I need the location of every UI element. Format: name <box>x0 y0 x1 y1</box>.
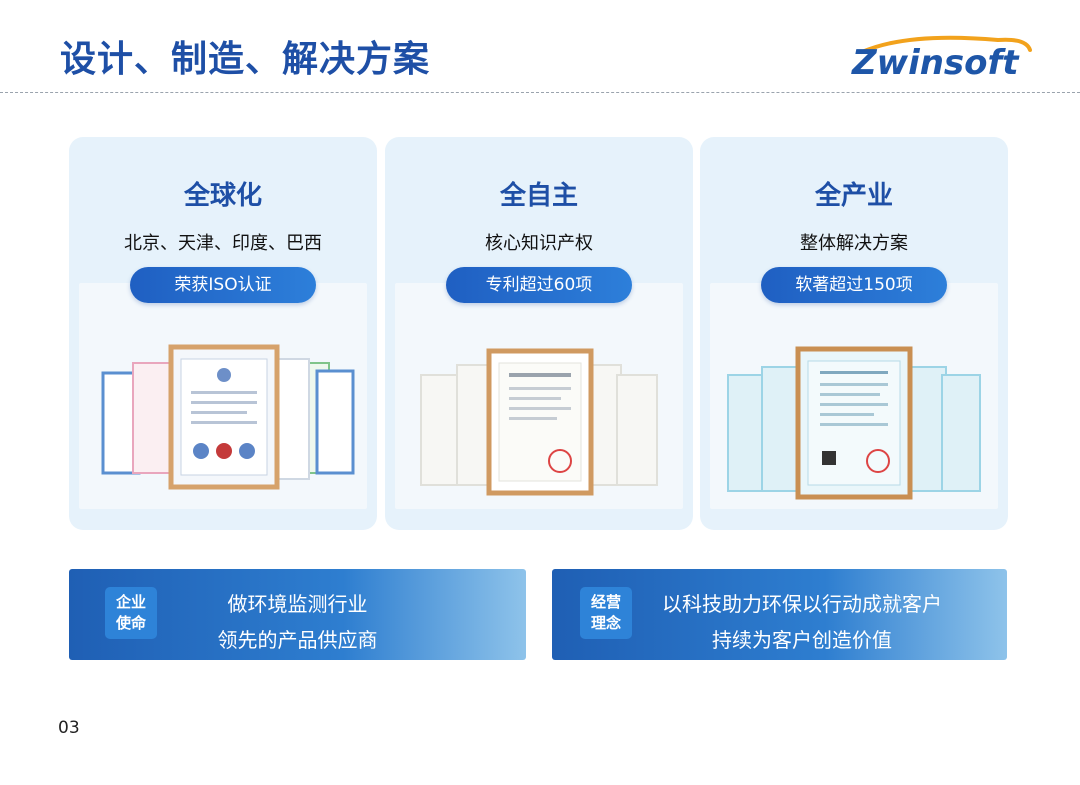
header-divider <box>0 92 1080 93</box>
mission-banner: 企业 使命 做环境监测行业 领先的产品供应商 <box>69 569 526 660</box>
iso-certificates-image <box>101 344 355 490</box>
card-subtitle: 整体解决方案 <box>800 233 908 254</box>
software-copyright-certificates-image <box>727 346 981 500</box>
card-title: 全自主 <box>499 181 578 211</box>
philosophy-line-2: 持续为客户创造价值 <box>712 628 892 652</box>
card-full-industry: 全产业 整体解决方案 软著超过150项 <box>700 137 1008 530</box>
badge-line: 理念 <box>590 614 621 632</box>
iso-certified-badge: 荣获ISO认证 <box>130 267 316 303</box>
card-title: 全球化 <box>183 181 262 211</box>
page-number: 03 <box>58 718 80 738</box>
philosophy-banner: 经营 理念 以科技助力环保以行动成就客户 持续为客户创造价值 <box>552 569 1007 660</box>
mission-line-1: 做环境监测行业 <box>227 592 368 616</box>
card-subtitle: 核心知识产权 <box>485 233 593 254</box>
logo-wordmark: Zwinsoft <box>851 43 1020 80</box>
philosophy-line-1: 以科技助力环保以行动成就客户 <box>662 592 942 616</box>
card-subtitle: 北京、天津、印度、巴西 <box>124 233 322 254</box>
badge-line: 使命 <box>115 614 146 632</box>
philosophy-badge: 经营 理念 <box>580 587 632 639</box>
mission-badge: 企业 使命 <box>105 587 157 639</box>
badge-line: 经营 <box>590 593 621 611</box>
badge-line: 企业 <box>115 593 146 611</box>
software-copyrights-badge: 软著超过150项 <box>761 267 947 303</box>
mission-line-2: 领先的产品供应商 <box>217 628 378 652</box>
zwinsoft-logo: Zwinsoft <box>851 35 1032 80</box>
card-globalization: 全球化 北京、天津、印度、巴西 荣获ISO认证 <box>69 137 377 530</box>
patent-certificates-image <box>420 348 658 496</box>
card-title: 全产业 <box>814 181 893 211</box>
card-independence: 全自主 核心知识产权 专利超过60项 <box>385 137 693 530</box>
page-title: 设计、制造、解决方案 <box>60 39 431 80</box>
patents-badge: 专利超过60项 <box>446 267 632 303</box>
